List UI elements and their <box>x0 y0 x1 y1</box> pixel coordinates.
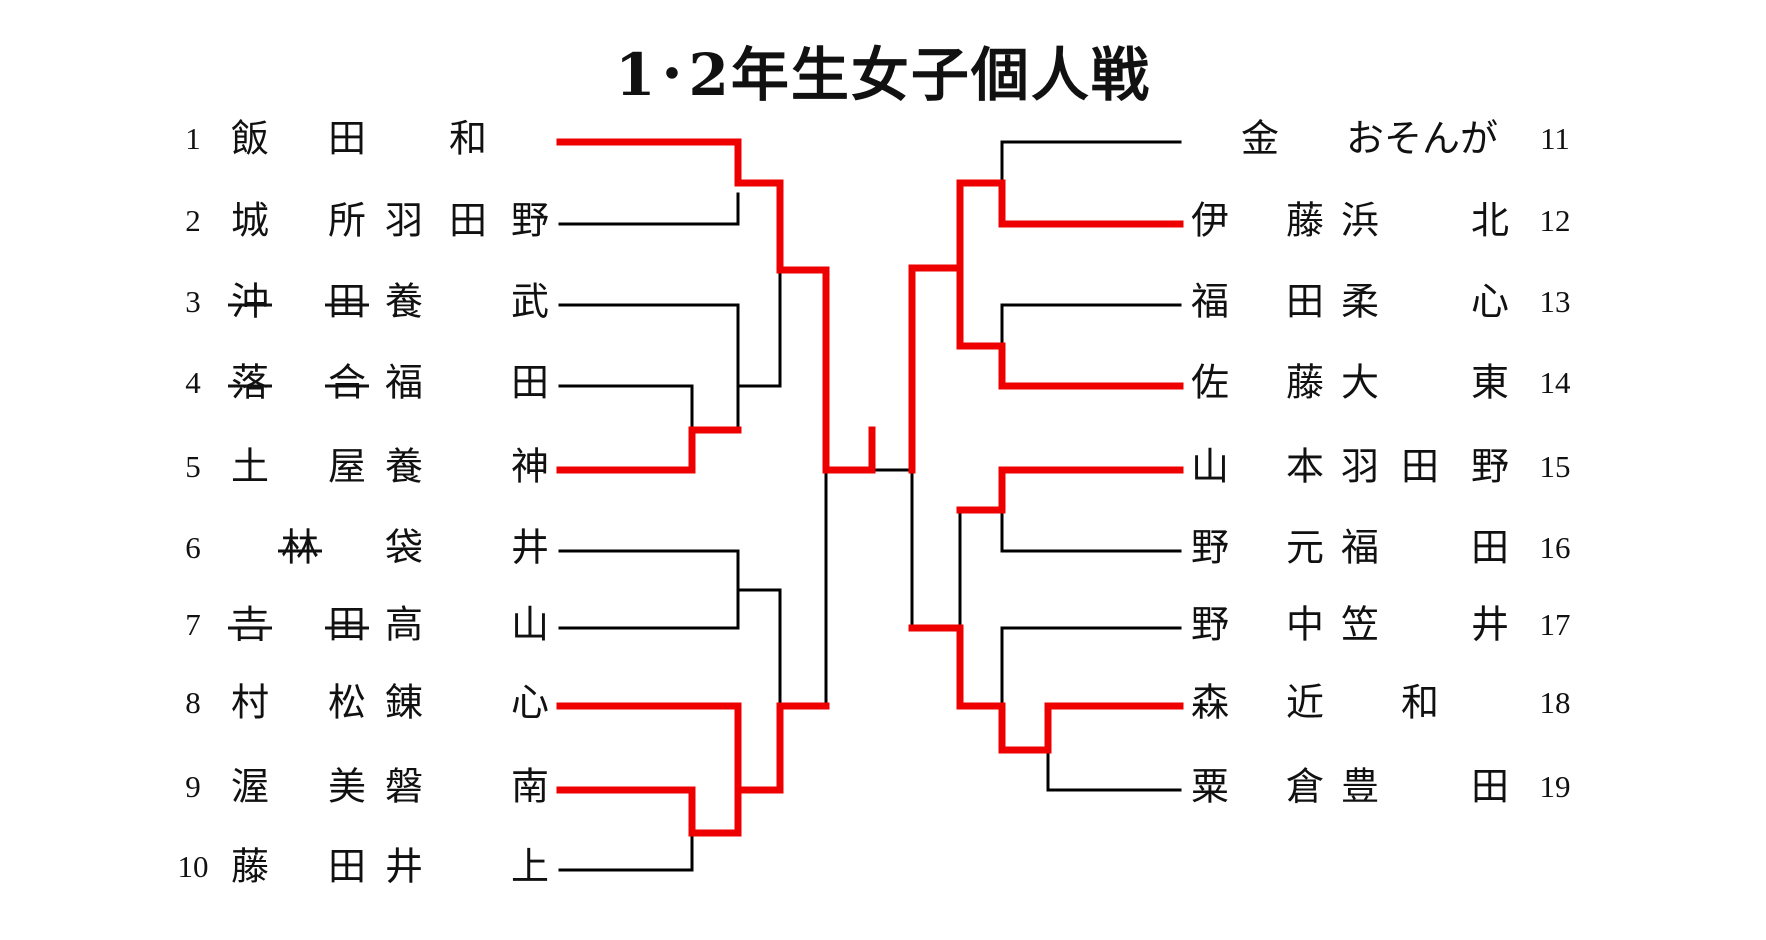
entry-number-left: 10 <box>178 849 209 884</box>
entry-name-char: 羽 <box>1341 445 1379 489</box>
entry-name-char: 森 <box>1191 681 1229 725</box>
entry-name-char: 田 <box>328 603 366 647</box>
entry-name-char: 笠 <box>1341 603 1379 647</box>
entry-name-char: 田 <box>1401 445 1439 489</box>
entry-name-char: 福 <box>385 361 423 405</box>
entry-name-char: 上 <box>511 845 549 889</box>
entry-number-right: 18 <box>1540 685 1571 720</box>
entry-name-char: 金 <box>1241 117 1279 161</box>
entry-name-char: 浜 <box>1341 199 1379 243</box>
entry-number-left: 7 <box>185 607 201 642</box>
entry-number-right: 13 <box>1540 284 1571 319</box>
entry-name-char: 落 <box>231 361 269 405</box>
entry-number-left: 6 <box>185 530 201 565</box>
entry-name-char: 城 <box>231 199 269 243</box>
entry-name-char: 大 <box>1341 361 1379 405</box>
entry-name-char: 倉 <box>1286 765 1324 809</box>
entry-name-char: 福 <box>1341 526 1379 570</box>
entry-number-left: 4 <box>185 365 201 400</box>
entry-name-char: 松 <box>328 681 366 725</box>
entry-number-left: 3 <box>185 284 201 319</box>
entry-name-char: 心 <box>1471 280 1509 324</box>
entry-name-char: 山 <box>511 603 549 647</box>
entry-name-char: 田 <box>1471 765 1509 809</box>
entry-number-right: 11 <box>1540 121 1570 156</box>
entry-number-left: 9 <box>185 769 201 804</box>
entry-name-char: 井 <box>1471 603 1509 647</box>
entry-name-char: 粟 <box>1191 765 1229 809</box>
entry-name-char: 袋 <box>385 526 423 570</box>
entry-name-char: 野 <box>1471 445 1509 489</box>
entry-number-right: 14 <box>1540 365 1572 400</box>
entry-name-char: 錬 <box>385 681 423 725</box>
entry-name-char: 田 <box>511 361 549 405</box>
entry-name-char: 北 <box>1471 199 1509 243</box>
entry-name-char: 田 <box>1286 280 1324 324</box>
entry-name-char: 村 <box>231 681 269 725</box>
entry-name-char: 神 <box>511 445 549 489</box>
entry-name-char: 豊 <box>1341 765 1379 809</box>
entry-name-char: 田 <box>328 845 366 889</box>
entry-name-char: 心 <box>511 681 549 725</box>
entry-name-char: 武 <box>511 280 549 324</box>
entry-name-char: 田 <box>1471 526 1509 570</box>
entry-number-left: 5 <box>185 449 201 484</box>
entry-number-right: 16 <box>1540 530 1571 565</box>
entry-number-right: 15 <box>1540 449 1571 484</box>
entry-name-char: 近 <box>1286 681 1324 725</box>
entry-number-right: 12 <box>1540 203 1571 238</box>
entry-name-char: 沖 <box>231 280 269 324</box>
entry-name-char: 野 <box>1191 603 1229 647</box>
entry-name-char: 山 <box>1191 445 1229 489</box>
entry-name-char: 屋 <box>328 445 366 489</box>
entry-name-char: 林 <box>281 526 319 570</box>
entry-name-char: 伊 <box>1191 199 1229 243</box>
entry-name-char: 田 <box>449 199 487 243</box>
entry-name-char: 福 <box>1191 280 1229 324</box>
entry-name-char: 田 <box>328 280 366 324</box>
entry-number-left: 1 <box>185 121 201 156</box>
entry-name-char: 東 <box>1471 361 1509 405</box>
bracket-title: 1･2年生女子個人戦 <box>615 41 1151 109</box>
entry-number-left: 2 <box>185 203 201 238</box>
entry-name-char: 本 <box>1286 445 1324 489</box>
entry-name-char: 中 <box>1286 603 1324 647</box>
entry-name-char: 和 <box>449 117 487 161</box>
entry-name-char: 和 <box>1401 681 1439 725</box>
entry-name-char: 藤 <box>1286 199 1324 243</box>
entry-name-char: 田 <box>328 117 366 161</box>
entry-number-right: 19 <box>1540 769 1571 804</box>
entry-name-char: 柔 <box>1341 280 1379 324</box>
entry-name-char: 野 <box>511 199 549 243</box>
entry-name-char: 美 <box>328 765 366 809</box>
entry-name-char: 吉 <box>231 603 269 647</box>
entry-name-char: 合 <box>328 361 366 405</box>
entry-name-char: 養 <box>385 445 423 489</box>
entry-name-char: 野 <box>1191 526 1229 570</box>
entry-name-char: 藤 <box>231 845 269 889</box>
entry-name-char: 井 <box>385 845 423 889</box>
entry-name-char: 土 <box>231 445 269 489</box>
entry-name-char: 佐 <box>1191 361 1229 405</box>
entry-name-char: おそんが <box>1346 117 1498 161</box>
entry-name-char: 羽 <box>385 199 423 243</box>
entry-name-char: 藤 <box>1286 361 1324 405</box>
entry-name-char: 磐 <box>385 765 423 809</box>
entry-name-char: 南 <box>511 765 549 809</box>
entry-name-char: 元 <box>1286 526 1324 570</box>
entry-name-char: 井 <box>511 526 549 570</box>
entry-name-char: 渥 <box>231 765 269 809</box>
entry-number-left: 8 <box>185 685 201 720</box>
winner-path-lines <box>556 138 1184 837</box>
entry-name-char: 飯 <box>231 117 269 161</box>
entry-name-char: 養 <box>385 280 423 324</box>
entry-number-right: 17 <box>1540 607 1571 642</box>
entry-name-char: 所 <box>328 199 366 243</box>
bracket-lines <box>558 140 1182 872</box>
entry-name-char: 高 <box>385 603 423 647</box>
